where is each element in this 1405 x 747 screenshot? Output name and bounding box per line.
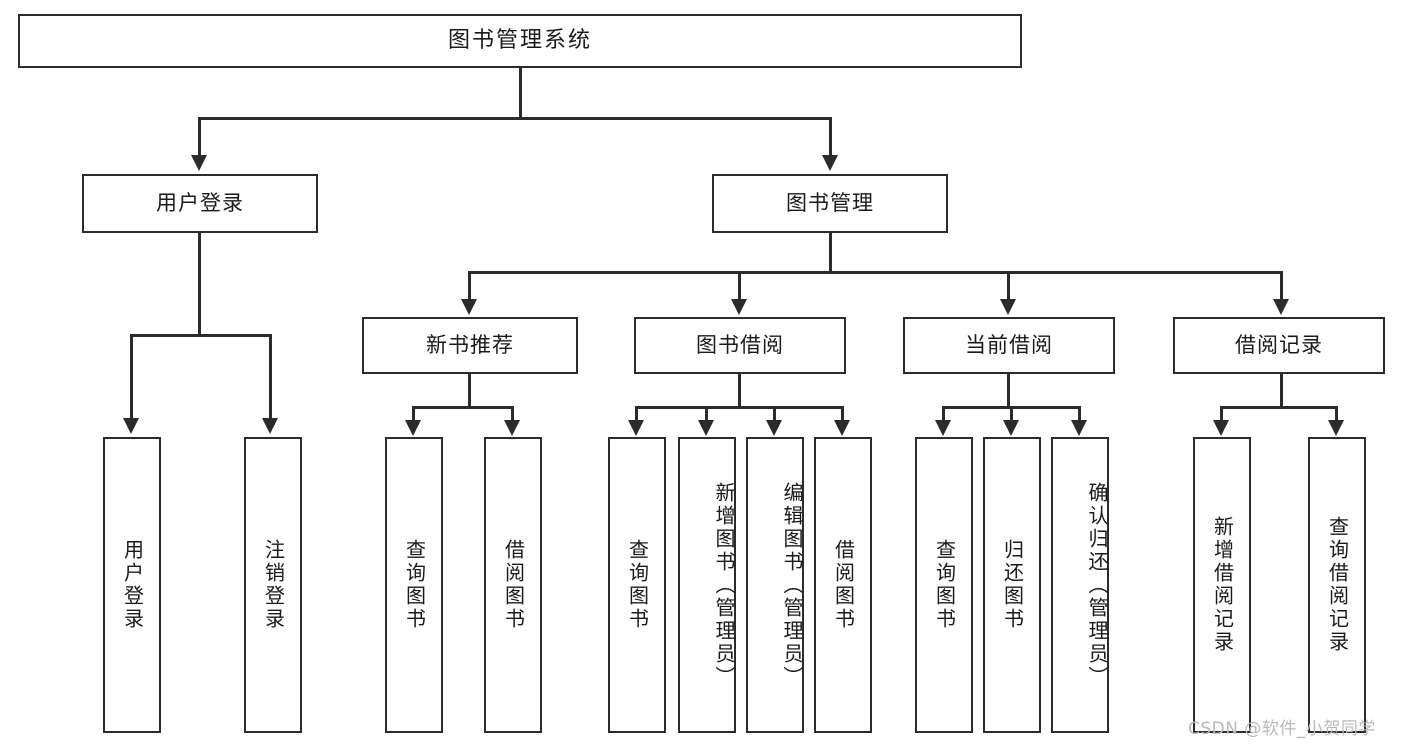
node-user-login[interactable]: 用户登录 xyxy=(82,174,318,233)
connector-borrow-record-bar xyxy=(1220,406,1338,409)
leaf-query-book-1[interactable]: 查询图书 xyxy=(385,437,443,733)
connector-root-stem xyxy=(519,68,522,117)
arrow-to-leaf-edit-book xyxy=(766,420,782,436)
arrow-to-leaf-return-book xyxy=(1003,420,1019,436)
connector-to-leaf-add-record xyxy=(1220,406,1223,422)
leaf-query-record[interactable]: 查询借阅记录 xyxy=(1308,437,1366,733)
arrow-root-to-user-login xyxy=(191,155,207,171)
connector-to-leaf-add-book xyxy=(705,406,708,422)
arrow-to-current-borrow xyxy=(1000,299,1016,315)
leaf-confirm-return[interactable]: 确认归还（管理员） xyxy=(1051,437,1109,733)
connector-to-leaf-query-book-3 xyxy=(942,406,945,422)
connector-to-leaf-confirm-return xyxy=(1078,406,1081,422)
arrow-to-leaf-query-book-3 xyxy=(935,420,951,436)
node-new-book-recommend[interactable]: 新书推荐 xyxy=(362,317,578,374)
arrow-to-leaf-query-record xyxy=(1328,420,1344,436)
connector-book-borrow-stem xyxy=(738,374,741,406)
node-root-system[interactable]: 图书管理系统 xyxy=(18,14,1022,68)
connector-user-login-stem xyxy=(198,233,201,334)
leaf-edit-book[interactable]: 编辑图书（管理员） xyxy=(746,437,804,733)
connector-book-manage-stem xyxy=(829,233,832,271)
connector-borrow-record-stem xyxy=(1280,374,1283,406)
leaf-return-book[interactable]: 归还图书 xyxy=(983,437,1041,733)
connector-book-manage-bar xyxy=(468,271,1283,274)
leaf-user-login[interactable]: 用户登录 xyxy=(103,437,161,733)
leaf-borrow-book-1[interactable]: 借阅图书 xyxy=(484,437,542,733)
connector-to-leaf-borrow-book-2 xyxy=(841,406,844,422)
connector-to-leaf-borrow-book-1 xyxy=(511,406,514,422)
arrow-to-book-borrow xyxy=(731,299,747,315)
connector-to-leaf-query-record xyxy=(1335,406,1338,422)
leaf-add-book[interactable]: 新增图书（管理员） xyxy=(678,437,736,733)
arrow-to-leaf-user-login xyxy=(123,418,139,434)
leaf-query-book-2[interactable]: 查询图书 xyxy=(608,437,666,733)
arrow-to-borrow-record xyxy=(1273,299,1289,315)
leaf-user-logout[interactable]: 注销登录 xyxy=(244,437,302,733)
connector-root-to-user-login xyxy=(198,117,201,157)
leaf-query-book-3[interactable]: 查询图书 xyxy=(915,437,973,733)
connector-to-book-borrow xyxy=(738,271,741,301)
arrow-to-leaf-user-logout xyxy=(262,418,278,434)
connector-user-login-bar xyxy=(130,334,271,337)
node-borrow-record[interactable]: 借阅记录 xyxy=(1173,317,1385,374)
arrow-to-leaf-query-book-2 xyxy=(628,420,644,436)
connector-new-book-recommend-bar xyxy=(412,406,513,409)
arrow-to-leaf-add-record xyxy=(1213,420,1229,436)
connector-to-leaf-return-book xyxy=(1010,406,1013,422)
connector-to-leaf-query-book-2 xyxy=(635,406,638,422)
node-current-borrow[interactable]: 当前借阅 xyxy=(903,317,1115,374)
node-book-borrow[interactable]: 图书借阅 xyxy=(634,317,846,374)
connector-new-book-recommend-stem xyxy=(468,374,471,406)
connector-root-to-book-manage xyxy=(829,117,832,157)
connector-to-new-book-recommend xyxy=(468,271,471,301)
csdn-watermark: CSDN @软件_小贺同学 xyxy=(1188,719,1376,739)
node-book-manage[interactable]: 图书管理 xyxy=(712,174,948,233)
leaf-borrow-book-2[interactable]: 借阅图书 xyxy=(814,437,872,733)
connector-to-leaf-edit-book xyxy=(773,406,776,422)
connector-to-leaf-user-logout xyxy=(269,334,272,420)
arrow-to-leaf-borrow-book-1 xyxy=(504,420,520,436)
connector-to-borrow-record xyxy=(1280,271,1283,301)
connector-current-borrow-stem xyxy=(1007,374,1010,406)
connector-to-leaf-query-book-1 xyxy=(412,406,415,422)
arrow-to-leaf-query-book-1 xyxy=(405,420,421,436)
arrow-to-leaf-confirm-return xyxy=(1071,420,1087,436)
arrow-to-new-book-recommend xyxy=(461,299,477,315)
arrow-to-leaf-borrow-book-2 xyxy=(834,420,850,436)
connector-root-bar xyxy=(198,117,832,120)
connector-to-current-borrow xyxy=(1007,271,1010,301)
arrow-to-leaf-add-book xyxy=(698,420,714,436)
leaf-add-record[interactable]: 新增借阅记录 xyxy=(1193,437,1251,733)
connector-book-borrow-bar xyxy=(635,406,843,409)
arrow-root-to-book-manage xyxy=(822,155,838,171)
connector-to-leaf-user-login xyxy=(130,334,133,420)
